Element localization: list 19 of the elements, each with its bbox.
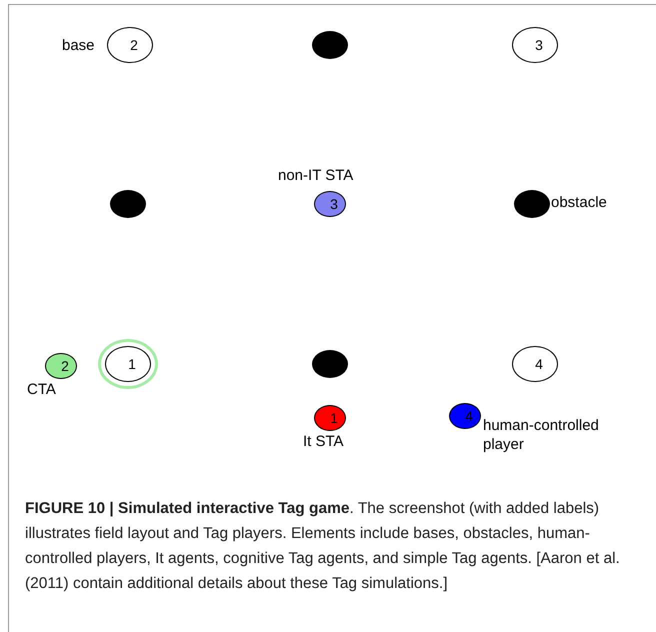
agent-token: 4 bbox=[449, 403, 481, 429]
obstacle-marker bbox=[110, 190, 146, 218]
figure-caption: FIGURE 10 | Simulated interactive Tag game. The screenshot (with added labels) illustrates field layout and Tag players. Elements include bases, obstacles, human-controlled players, It agents, cognitive Tag agents, and simple Tag agents. [Aaron et al. (2011) contain additional details about these Tag simulations.] bbox=[25, 499, 621, 594]
base-marker: 4 bbox=[512, 346, 558, 382]
base-marker: 2 bbox=[107, 27, 153, 63]
obstacle-marker bbox=[514, 190, 550, 218]
agent-token: 2 bbox=[45, 353, 77, 379]
base-marker: 3 bbox=[512, 27, 558, 63]
obstacle-marker bbox=[312, 350, 348, 378]
agent-token: 3 bbox=[314, 191, 346, 217]
element-label: base bbox=[62, 36, 95, 55]
base-marker: 1 bbox=[105, 346, 151, 382]
obstacle-marker bbox=[312, 31, 348, 59]
agent-token: 1 bbox=[314, 405, 346, 431]
element-label: non-IT STA bbox=[278, 166, 354, 185]
element-label: obstacle bbox=[551, 193, 607, 212]
element-label: human-controlled player bbox=[483, 416, 600, 454]
element-label: It STA bbox=[303, 432, 344, 451]
element-label: CTA bbox=[27, 380, 56, 399]
